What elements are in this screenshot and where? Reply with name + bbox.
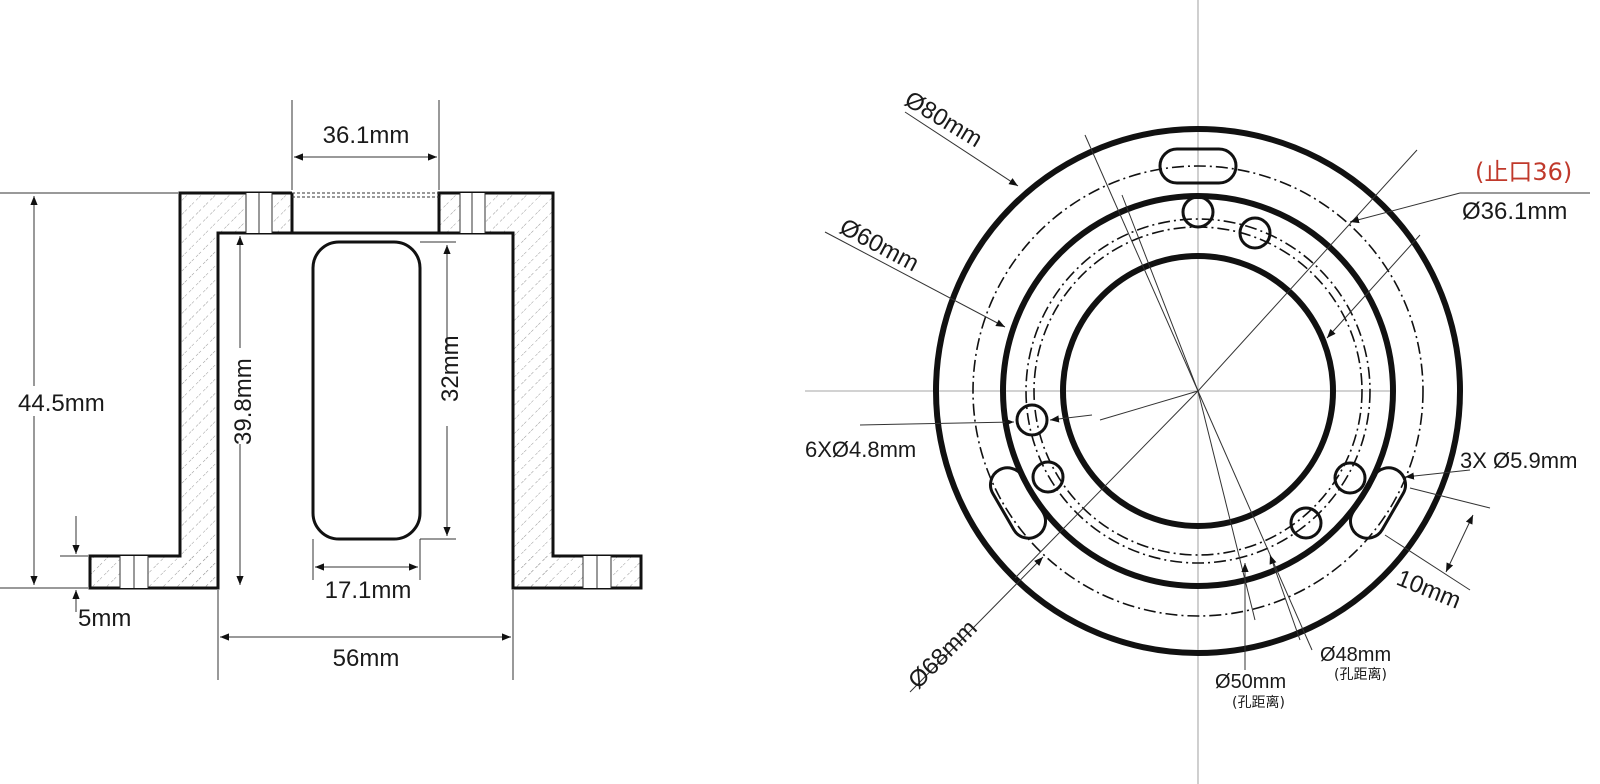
dim-slot-circle: Ø68mm: [903, 556, 1044, 694]
dim-hole-circle-50-label: Ø50mm: [1215, 671, 1286, 693]
obround-slot: [989, 466, 1047, 540]
dim-small-holes: 6XØ4.8mm: [805, 414, 1093, 462]
dim-mid-diameter: Ø60mm: [824, 213, 1006, 328]
dim-hole-circle-48: Ø48mm (孔距离): [1269, 554, 1391, 683]
dim-hole-circle-50: Ø50mm (孔距离): [1215, 563, 1286, 711]
obround-slot: [1158, 147, 1238, 185]
side-view-slot: [311, 240, 422, 541]
dim-inner-diameter: 56mm: [217, 590, 514, 680]
small-hole: [1333, 461, 1367, 495]
pitch-circle-50: [1025, 218, 1371, 564]
top-view: Ø80mm Ø60mm Ø68mm (止口36) Ø36.1mm 6XØ4.8m…: [805, 0, 1590, 784]
dim-slot-length-label: 10mm: [1393, 565, 1465, 615]
side-view-hatching: [90, 193, 641, 588]
construction-lines: [1014, 134, 1418, 651]
dim-outer-diameter: Ø80mm: [900, 86, 1019, 187]
dim-mid-diameter-label: Ø60mm: [835, 213, 923, 277]
small-hole: [1181, 195, 1215, 229]
small-hole: [1238, 216, 1272, 250]
obround-slots: [989, 147, 1407, 540]
dim-inner-diameter-label: 56mm: [333, 645, 400, 672]
dim-slot-width: 17.1mm: [312, 539, 421, 604]
dim-total-height-label: 44.5mm: [18, 390, 105, 417]
spigot-diameter-label: Ø36.1mm: [1462, 198, 1567, 225]
side-view-outline: [88, 191, 643, 590]
circle-outer-80: [933, 126, 1463, 656]
dim-slot-width-label: 17.1mm: [325, 577, 412, 604]
small-hole: [1289, 506, 1323, 540]
dim-spigot: (止口36) Ø36.1mm: [1326, 158, 1590, 339]
small-holes: [1015, 195, 1367, 540]
spigot-label: (止口36): [1475, 158, 1572, 186]
dim-flange-thickness: 5mm: [60, 516, 131, 632]
side-view-flange-holes: [119, 556, 612, 588]
dim-small-holes-label: 6XØ4.8mm: [805, 437, 916, 462]
dim-hole-circle-48-label: Ø48mm: [1320, 644, 1391, 666]
dim-flange-thickness-label: 5mm: [78, 605, 131, 632]
dim-slot-height: 32mm: [420, 241, 464, 540]
circle-inner-36: [1060, 253, 1336, 529]
pitch-circle-68: [972, 165, 1424, 617]
dim-top-width: 36.1mm: [291, 100, 440, 190]
obround-slot: [1349, 466, 1407, 540]
dim-outer-diameter-label: Ø80mm: [900, 86, 987, 153]
dim-hole-circle-48-note: (孔距离): [1334, 666, 1387, 683]
dim-slot-size-label: 3X Ø5.9mm: [1460, 448, 1577, 473]
side-view-top-holes: [245, 193, 486, 233]
small-hole: [1015, 403, 1049, 437]
dim-top-width-label: 36.1mm: [323, 122, 410, 149]
side-view: 36.1mm 44.5mm 39.8mm 32mm: [0, 100, 643, 680]
dim-slot-length: 10mm: [1384, 487, 1491, 615]
dim-slot-height-label: 32mm: [437, 335, 464, 402]
dim-slot-circle-label: Ø68mm: [903, 615, 982, 694]
small-hole: [1031, 460, 1065, 494]
dim-hole-circle-50-note: (孔距离): [1232, 694, 1285, 711]
dim-total-height: 44.5mm: [0, 192, 178, 589]
dim-inner-height-label: 39.8mm: [230, 358, 257, 445]
dim-inner-height: 39.8mm: [226, 236, 257, 585]
dim-slot-size: 3X Ø5.9mm: [1404, 448, 1577, 480]
